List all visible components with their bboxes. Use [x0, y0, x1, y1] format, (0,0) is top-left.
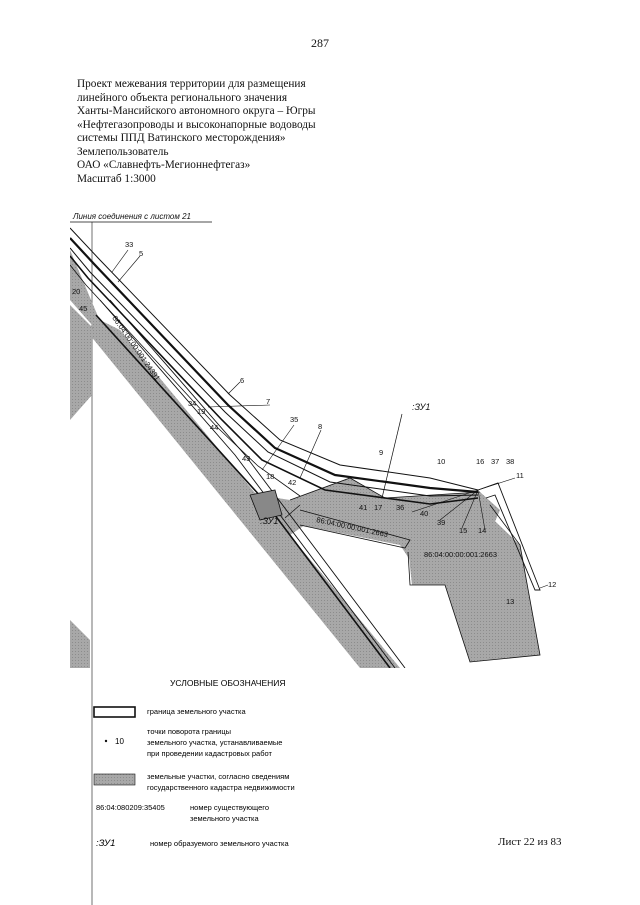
leader-line: [299, 429, 322, 479]
point-label: 9: [379, 448, 383, 457]
point-label: 17: [374, 503, 382, 512]
point-label: 19: [197, 407, 205, 416]
leader-line: [381, 413, 403, 499]
legend-point-sample-dot: [104, 739, 108, 743]
parcel-boundary: [289, 477, 481, 501]
header-line: системы ППД Ватинского месторождения»: [77, 132, 286, 144]
leader-line: [117, 255, 141, 283]
zone-label: :ЗУ1: [412, 402, 430, 412]
point-label: 43: [242, 454, 250, 463]
cadastre-parcel: [90, 318, 400, 668]
road-line: [99, 299, 396, 668]
legend-point-text: земельного участка, устанавливаемые: [147, 738, 282, 747]
parcel-boundary: [477, 482, 541, 591]
point-label: 13: [506, 597, 514, 606]
cadastre-parcel: [70, 620, 90, 668]
point-label: 44: [210, 423, 218, 432]
header-line: Ханты-Мансийского автономного округа – Ю…: [77, 105, 316, 117]
leader-line: [227, 381, 241, 395]
header-line: Землепользователь: [77, 145, 169, 158]
legend-parcels-text: государственного кадастра недвижимости: [147, 783, 295, 792]
header-line: Проект межевания территории для размещен…: [77, 78, 306, 90]
boundary-ray: [411, 489, 479, 513]
header-line: линейного объекта регионального значения: [77, 91, 288, 104]
parcel-boundary: [407, 504, 541, 663]
point-label: 12: [548, 580, 556, 589]
point-label: 37: [491, 457, 499, 466]
sheet-label: Лист 22 из 83: [498, 836, 562, 848]
point-label: 16: [476, 457, 484, 466]
point-label: 15: [459, 526, 467, 535]
legend-point-text: при проведении кадастровых работ: [147, 749, 273, 758]
leader-line: [284, 504, 301, 519]
point-label: 7: [266, 397, 270, 406]
point-label: 18: [266, 472, 274, 481]
legend-zu-text: номер образуемого земельного участка: [150, 839, 289, 848]
cadastre-parcel: [405, 502, 540, 662]
point-label: 34: [188, 399, 196, 408]
boundary-ray: [461, 489, 479, 529]
corridor-line: [70, 247, 479, 497]
legend-number-text: номер существующего: [190, 803, 269, 812]
leader-line: [111, 249, 129, 273]
document-header: Проект межевания территории для размещен…: [77, 78, 316, 186]
boundary-ray: [439, 489, 479, 521]
pipeline-line: [70, 237, 479, 494]
point-label: 38: [506, 457, 514, 466]
connection-label: Линия соединения с листом 21: [72, 212, 191, 221]
point-label: 20: [72, 287, 80, 296]
point-label: 42: [288, 478, 296, 487]
point-label: 36: [396, 503, 404, 512]
leader-line: [261, 424, 295, 471]
point-label: 35: [290, 415, 298, 424]
point-label: 39: [437, 518, 445, 527]
legend-number-text: земельного участка: [190, 814, 259, 823]
point-label: 5: [139, 249, 143, 258]
header-line: Масштаб 1:3000: [77, 172, 156, 185]
legend-point-text: точки поворота границы: [147, 727, 231, 736]
point-label: 6: [240, 376, 244, 385]
boundary-ray: [539, 584, 549, 589]
boundary-ray: [477, 477, 516, 491]
zone-label: :ЗУ1: [260, 516, 278, 526]
legend-number-sample: 86:04:080209:35405: [96, 803, 165, 812]
parcel-boundary: [299, 509, 411, 549]
corridor-line: [70, 264, 301, 497]
point-label: 11: [516, 471, 524, 480]
legend-boundary-text: граница земельного участка: [147, 707, 246, 716]
header-line: «Нефтегазопроводы и высоконапорные водов…: [77, 118, 316, 131]
corridor-line: [70, 227, 479, 491]
point-label: 14: [478, 526, 486, 535]
parcel-number: 86:04:00:00:001:2663: [424, 550, 497, 559]
header-line: ОАО «Славнефть-Мегионнефтегаз»: [77, 159, 251, 171]
legend-parcels-text: земельные участки, согласно сведениям: [147, 772, 289, 781]
legend-boundary-sample: [93, 706, 136, 718]
boundary-ray: [477, 489, 486, 531]
legend-parcel-sample: [93, 773, 136, 786]
pipeline-line: [70, 255, 479, 505]
point-label: 10: [437, 457, 445, 466]
leader-line: [207, 404, 271, 408]
point-label: 45: [79, 304, 87, 313]
point-label: 41: [359, 503, 367, 512]
small-parcel: [249, 489, 283, 521]
legend-zu-sample: :ЗУ1: [96, 838, 115, 849]
legend-point-sample: 10: [115, 737, 124, 746]
point-label: 8: [318, 422, 322, 431]
legend-title: УСЛОВНЫЕ ОБОЗНАЧЕНИЯ: [170, 678, 286, 688]
point-label: 40: [420, 509, 428, 518]
road-line: [109, 299, 406, 668]
point-label: 33: [125, 240, 133, 249]
page-number: 287: [311, 36, 329, 50]
